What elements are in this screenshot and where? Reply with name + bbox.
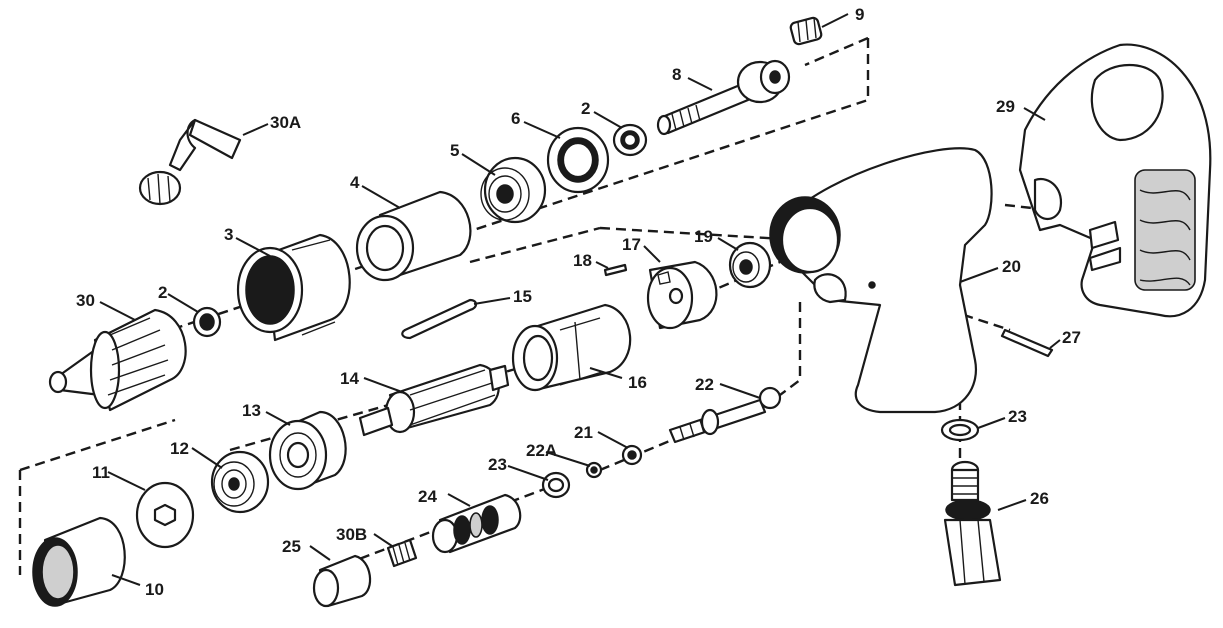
callout-5: 5 (450, 141, 459, 160)
callout-17: 17 (622, 235, 641, 254)
callout-11: 11 (92, 463, 110, 482)
part-12-bearing (210, 450, 270, 514)
part-10-front-cap (32, 516, 126, 607)
part-29-grip (1018, 43, 1212, 318)
part-2-washer (192, 306, 222, 338)
part-17-end-plate (646, 260, 718, 330)
callout-27: 27 (1062, 328, 1081, 347)
callout-22: 22 (695, 375, 714, 394)
part-15-blade (401, 298, 478, 340)
part-26-inlet-fitting (943, 460, 1002, 587)
part-23-oring-left (541, 471, 571, 499)
part-11-plate (135, 481, 195, 549)
part-20-housing (769, 147, 993, 414)
part-30b-spring (386, 538, 418, 568)
part-8-spindle (656, 59, 791, 136)
callout-24: 24 (418, 487, 437, 506)
callout-8: 8 (672, 65, 681, 84)
callout-13: 13 (242, 401, 261, 420)
part-2-washer-top (612, 123, 648, 157)
callout-3: 3 (224, 225, 233, 244)
callout-2: 2 (158, 283, 167, 302)
callout-23-right: 23 (1008, 407, 1027, 426)
callout-15: 15 (513, 287, 532, 306)
callout-2-top: 2 (581, 99, 590, 118)
part-21-ring (621, 444, 643, 466)
part-23-oring-right (940, 418, 980, 442)
part-13-ring (268, 410, 347, 491)
callout-16: 16 (628, 373, 647, 392)
part-24-valve-body (431, 493, 522, 554)
part-19-bearing (728, 241, 772, 289)
callout-30a: 30A (270, 113, 301, 132)
callout-18: 18 (573, 251, 592, 270)
callout-26: 26 (1030, 489, 1049, 508)
part-22-valve-stem (668, 386, 782, 444)
part-16-cylinder (511, 303, 632, 392)
part-30a-chuck-key (138, 118, 242, 206)
part-27-pin (1000, 328, 1054, 358)
part-5-bearing (480, 156, 547, 224)
callout-29: 29 (996, 97, 1015, 116)
callout-6: 6 (511, 109, 520, 128)
callout-25: 25 (282, 537, 301, 556)
callout-23-left: 23 (488, 455, 507, 474)
callout-12: 12 (170, 439, 189, 458)
part-25-cap (312, 554, 372, 608)
part-30-chuck (48, 308, 187, 412)
callout-4: 4 (350, 173, 360, 192)
leader-lines (99, 13, 1061, 586)
part-9-nut (789, 16, 823, 46)
callout-30: 30 (76, 291, 95, 310)
callout-9: 9 (855, 5, 864, 24)
callout-19: 19 (694, 227, 713, 246)
part-4-sleeve (355, 190, 472, 282)
callout-20: 20 (1002, 257, 1021, 276)
callout-22a: 22A (526, 441, 557, 460)
part-18-pin (603, 263, 628, 277)
part-22a-washer (585, 461, 603, 479)
part-6-ring (546, 126, 610, 194)
callout-10: 10 (145, 580, 164, 599)
callout-21: 21 (574, 423, 593, 442)
callout-labels: 30A 9 8 6 2 5 4 3 2 30 15 18 17 19 29 20… (76, 5, 1081, 599)
part-3-ring-gear (236, 233, 351, 342)
callout-14: 14 (340, 369, 359, 388)
callout-30b: 30B (336, 525, 367, 544)
part-14-rotor (358, 363, 510, 437)
